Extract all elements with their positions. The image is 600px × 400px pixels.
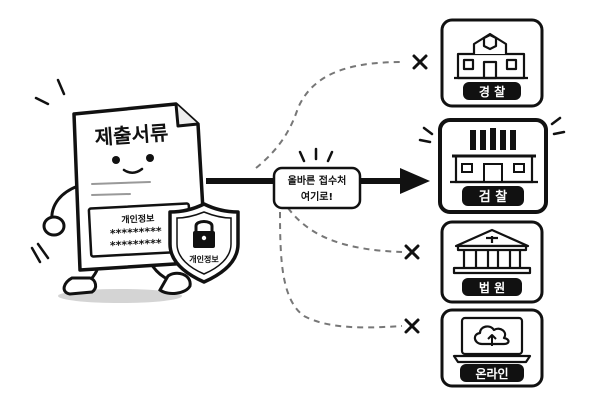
courthouse-icon (452, 228, 532, 275)
highlight-sparks (418, 116, 566, 144)
destination-card-prosecution (438, 118, 548, 214)
destination-card-court (440, 220, 544, 304)
document-privacy-label: 개인정보 (121, 212, 155, 226)
destination-label: 온라인 (475, 366, 508, 381)
callout-line-2: 여기로! (301, 190, 333, 203)
dashed-routes (255, 61, 403, 329)
masked-data-line-2: ********* (110, 237, 163, 253)
callout-line-1: 올바른 접수처 (288, 174, 347, 187)
x-mark-icon (404, 244, 420, 260)
destination-card-police (440, 18, 544, 108)
x-mark-icon (412, 54, 428, 70)
destination-label: 법 원 (479, 280, 505, 295)
destination-card-online (440, 308, 544, 388)
masked-data-line-1: ********* (110, 225, 163, 241)
cloud-upload-laptop-icon (452, 316, 532, 364)
shield-label: 개인정보 (189, 254, 219, 264)
prosecution-office-icon (450, 128, 538, 184)
police-station-icon (454, 32, 528, 80)
destination-label: 검 찰 (479, 189, 507, 205)
callout-bubble (272, 147, 362, 210)
shield-lock-icon (168, 202, 240, 284)
x-mark-icon (404, 318, 420, 334)
motion-lines (30, 78, 66, 264)
document-title: 제출서류 (94, 120, 169, 149)
destination-label: 경 찰 (479, 84, 505, 99)
